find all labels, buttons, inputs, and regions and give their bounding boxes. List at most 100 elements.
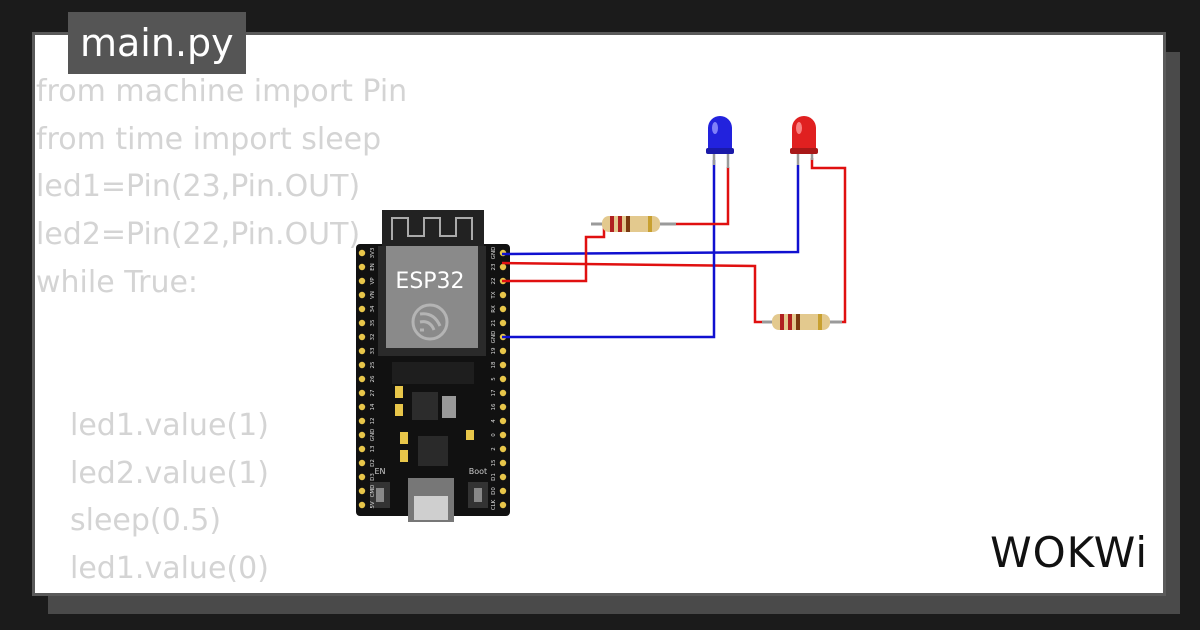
header-pin[interactable]	[358, 445, 366, 453]
header-pin[interactable]	[499, 305, 507, 313]
led-blue-body	[708, 116, 732, 150]
left-pin-header: 3V3ENVPVN343532332526271412GND13D2D3CMD5…	[358, 247, 376, 509]
pin-label: 34	[370, 305, 376, 312]
header-pin[interactable]	[499, 473, 507, 481]
header-pin[interactable]	[358, 431, 366, 439]
pin-label: 17	[491, 389, 497, 396]
chip-shield	[386, 246, 478, 348]
wire-pin23-resistor2[interactable]	[501, 261, 763, 324]
header-pin[interactable]	[358, 473, 366, 481]
header-pin[interactable]	[499, 501, 507, 509]
pin-label: 4	[491, 419, 497, 423]
esp32-board[interactable]: ESP32 EN Boot 3V3ENVPVN34353233252627141…	[356, 210, 510, 522]
preview-card	[32, 32, 1166, 596]
pin-label: GND	[370, 429, 376, 442]
header-pin[interactable]	[499, 445, 507, 453]
pin-label: 22	[491, 278, 497, 285]
pin-label: 32	[370, 334, 376, 341]
header-pin[interactable]	[358, 417, 366, 425]
header-pin[interactable]	[358, 319, 366, 327]
chip-label: ESP32	[395, 269, 464, 294]
code-line: while True:	[36, 264, 199, 300]
pin-label: 15	[491, 459, 497, 466]
wire-resistor1-blue-led[interactable]	[672, 167, 730, 226]
led-red[interactable]	[790, 116, 818, 165]
en-button-cap	[376, 488, 384, 502]
header-pin[interactable]	[499, 431, 507, 439]
regulator	[412, 392, 438, 420]
pin-label: RX	[491, 305, 497, 313]
pin-label: GND	[491, 247, 497, 260]
header-pin[interactable]	[499, 459, 507, 467]
header-pin[interactable]	[499, 487, 507, 495]
header-pin[interactable]	[499, 389, 507, 397]
pin-label: 12	[370, 418, 376, 425]
header-pin[interactable]	[499, 417, 507, 425]
header-pin[interactable]	[358, 263, 366, 271]
header-pin[interactable]	[358, 249, 366, 257]
header-pin[interactable]	[499, 319, 507, 327]
pin-label: 3V3	[370, 247, 376, 258]
code-line: led2=Pin(22,Pin.OUT)	[36, 217, 361, 253]
led-blue[interactable]	[706, 116, 734, 168]
wire-resistor2-red-led[interactable]	[810, 158, 847, 324]
pin-label: 18	[491, 361, 497, 368]
pin-label: 14	[370, 403, 376, 410]
pin-label: TX	[491, 291, 497, 299]
boot-label: Boot	[469, 467, 487, 476]
header-pin[interactable]	[499, 291, 507, 299]
wire-gnd-blue-led[interactable]	[502, 160, 716, 339]
pin-label: GND	[491, 331, 497, 344]
usb-port-icon[interactable]	[414, 496, 448, 520]
header-pin[interactable]	[358, 361, 366, 369]
boot-button-cap	[474, 488, 482, 502]
pin-label: 25	[370, 361, 376, 368]
espressif-logo-mark	[419, 312, 442, 332]
header-pin[interactable]	[358, 347, 366, 355]
header-pin[interactable]	[358, 305, 366, 313]
pin-label: D1	[491, 473, 497, 481]
smd-part-3	[400, 432, 408, 444]
header-pin[interactable]	[499, 263, 507, 271]
wire-gnd-red-led[interactable]	[501, 165, 800, 256]
led-red-body	[792, 116, 816, 150]
header-pin[interactable]	[358, 291, 366, 299]
header-pin[interactable]	[358, 487, 366, 495]
en-label: EN	[374, 467, 385, 476]
header-pin[interactable]	[358, 403, 366, 411]
header-pin[interactable]	[358, 277, 366, 285]
pin-label: 19	[491, 347, 497, 354]
resistor-1-body	[602, 216, 660, 232]
resistor-2[interactable]	[762, 314, 842, 330]
header-pin[interactable]	[358, 501, 366, 509]
pin-label: 5V	[370, 501, 376, 508]
pin-label: 0	[491, 433, 497, 437]
header-pin[interactable]	[499, 361, 507, 369]
pin-label: 21	[491, 320, 497, 327]
pin-label: D3	[370, 473, 376, 481]
pin-label: EN	[370, 263, 376, 271]
wires	[501, 158, 847, 339]
resistor-1[interactable]	[591, 216, 676, 232]
pin-label: D2	[370, 459, 376, 467]
file-tab[interactable]: main.py	[68, 12, 246, 74]
code-line: led2.value(1)	[70, 455, 269, 491]
header-pin[interactable]	[358, 459, 366, 467]
pin-label: CMD	[370, 485, 376, 498]
pin-label: 33	[370, 347, 376, 354]
wokwi-logo: WOKWi	[990, 528, 1148, 577]
code-line: from machine import Pin	[36, 74, 408, 109]
header-pin[interactable]	[499, 375, 507, 383]
header-pin[interactable]	[499, 347, 507, 355]
smd-part-1	[395, 386, 403, 398]
antenna-trace	[391, 217, 473, 240]
pin-label: 2	[491, 447, 497, 451]
header-pin[interactable]	[358, 333, 366, 341]
header-pin[interactable]	[499, 403, 507, 411]
header-pin[interactable]	[358, 375, 366, 383]
board-strip	[392, 362, 474, 384]
header-pin[interactable]	[358, 389, 366, 397]
